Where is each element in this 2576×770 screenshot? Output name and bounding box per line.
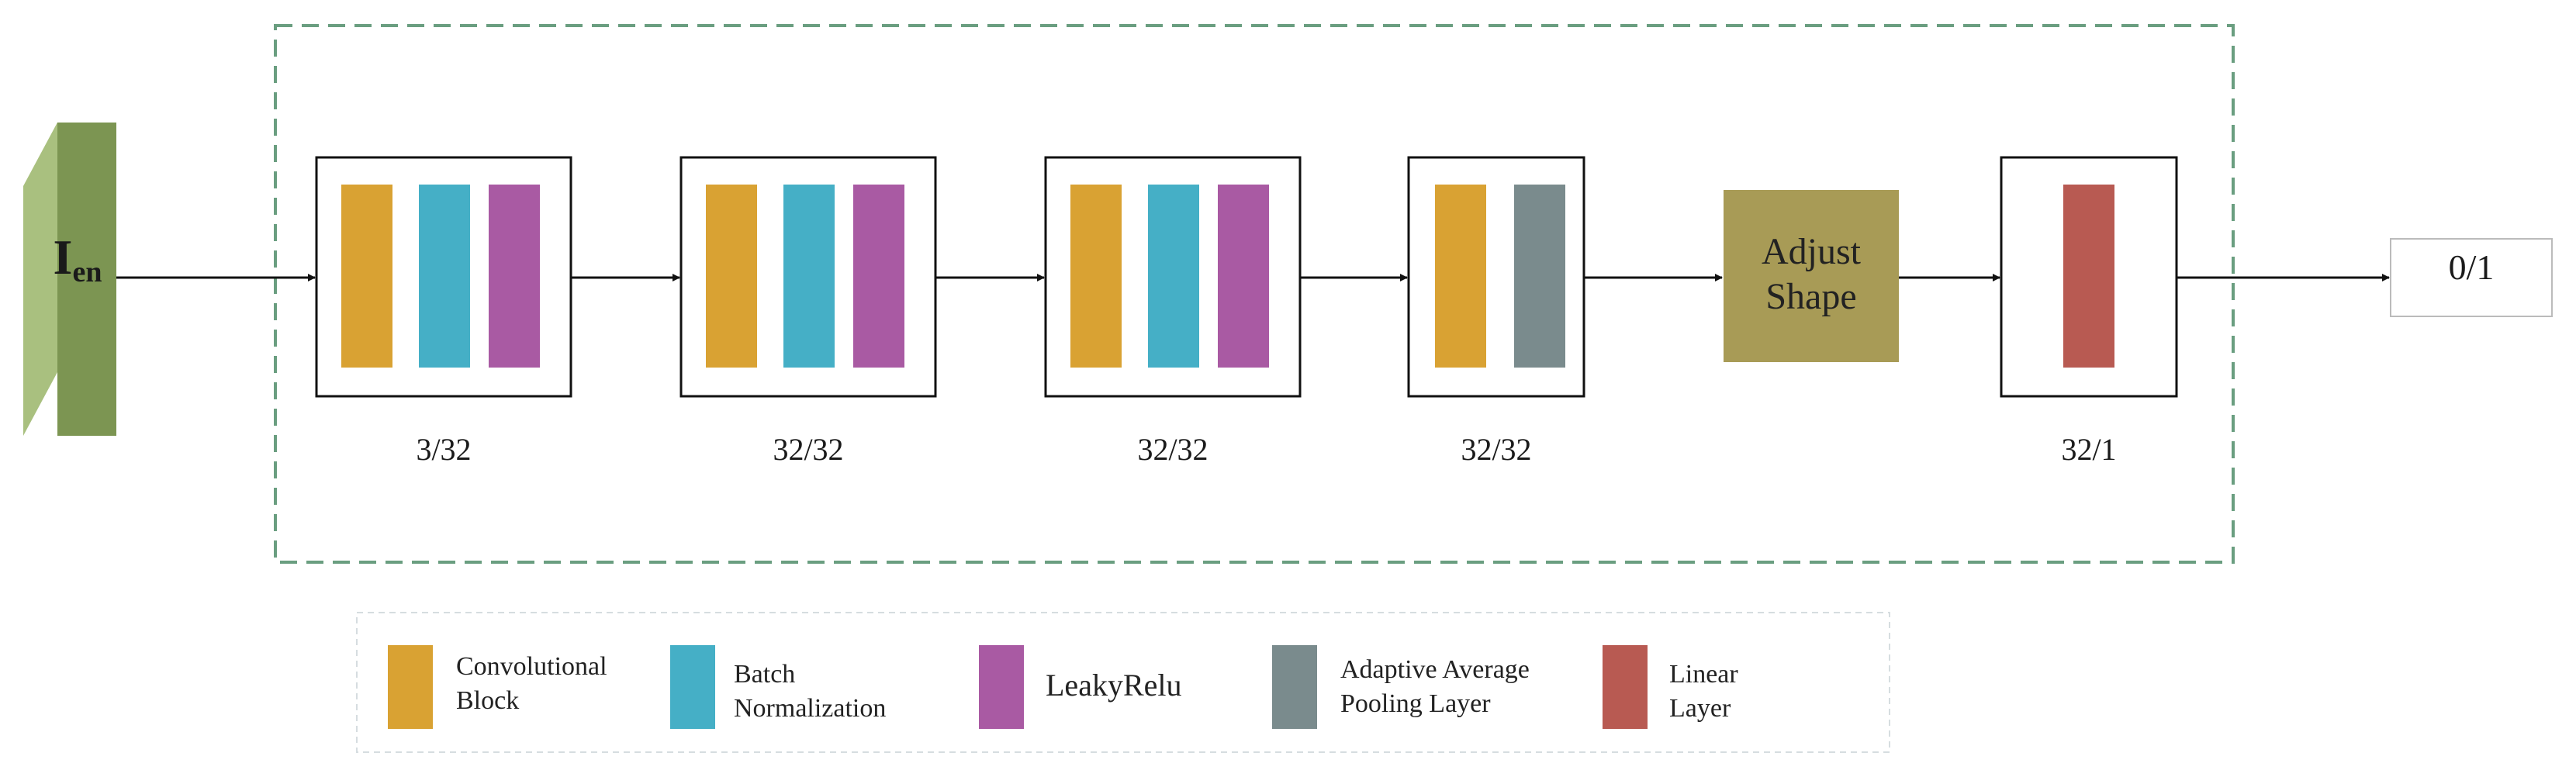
output-box <box>2390 238 2553 317</box>
stage5-layer-linear <box>2063 185 2114 368</box>
legend-bn-line2: Normalization <box>734 694 887 723</box>
stage-label-1: 3/32 <box>416 432 472 467</box>
legend-linear-line1: Linear <box>1669 660 1738 689</box>
input-slab-front <box>57 123 116 436</box>
output-label: 0/1 <box>2448 247 2495 287</box>
legend-conv-line1: Convolutional <box>456 652 607 681</box>
stage-label-5: 32/1 <box>2061 432 2117 467</box>
stage1-layer-conv <box>341 185 392 368</box>
legend-conv-line2: Block <box>456 686 520 715</box>
adjust-shape-label: Adjust Shape <box>1724 230 1899 319</box>
input-label: Ien <box>31 230 124 288</box>
input-slab <box>23 123 116 436</box>
legend-swatch-conv <box>388 645 433 729</box>
legend-swatch-linear <box>1603 645 1648 729</box>
legend-label-pool: Adaptive Average Pooling Layer <box>1340 653 1530 721</box>
stage4-layer-conv <box>1435 185 1486 368</box>
legend-label-leaky: LeakyRelu <box>1046 668 1182 703</box>
legend-container <box>356 612 1890 753</box>
legend-pool-line2: Pooling Layer <box>1340 689 1491 718</box>
legend-leaky-line1: LeakyRelu <box>1046 668 1182 703</box>
stage1-layer-leaky <box>489 185 540 368</box>
legend-bn-line1: Batch <box>734 660 796 689</box>
legend-label-conv: Convolutional Block <box>456 650 607 718</box>
input-label-sub: en <box>72 256 102 288</box>
stage3-layer-bn <box>1148 185 1199 368</box>
legend-label-linear: Linear Layer <box>1669 658 1738 726</box>
adjust-shape-line1: Adjust <box>1761 231 1861 272</box>
stage-label-4: 32/32 <box>1461 432 1532 467</box>
stage-label-2: 32/32 <box>773 432 844 467</box>
stage3-layer-conv <box>1070 185 1122 368</box>
stage4-layer-pool <box>1514 185 1565 368</box>
legend-swatch-pool <box>1272 645 1317 729</box>
network-container <box>274 24 2235 564</box>
adjust-shape-box <box>1724 190 1899 362</box>
stage1-layer-bn <box>419 185 470 368</box>
input-slab-side <box>23 123 57 436</box>
stage-label-3: 32/32 <box>1137 432 1208 467</box>
stage2-layer-bn <box>783 185 835 368</box>
stage2-layer-leaky <box>853 185 904 368</box>
legend-swatch-leaky <box>979 645 1024 729</box>
stage2-layer-conv <box>706 185 757 368</box>
stage3-layer-leaky <box>1218 185 1269 368</box>
legend-linear-line2: Layer <box>1669 694 1731 723</box>
legend-swatch-bn <box>670 645 715 729</box>
legend-pool-line1: Adaptive Average <box>1340 655 1530 684</box>
input-label-main: I <box>53 230 73 285</box>
adjust-shape-line2: Shape <box>1765 276 1857 317</box>
legend-label-bn: Batch Normalization <box>734 658 886 726</box>
